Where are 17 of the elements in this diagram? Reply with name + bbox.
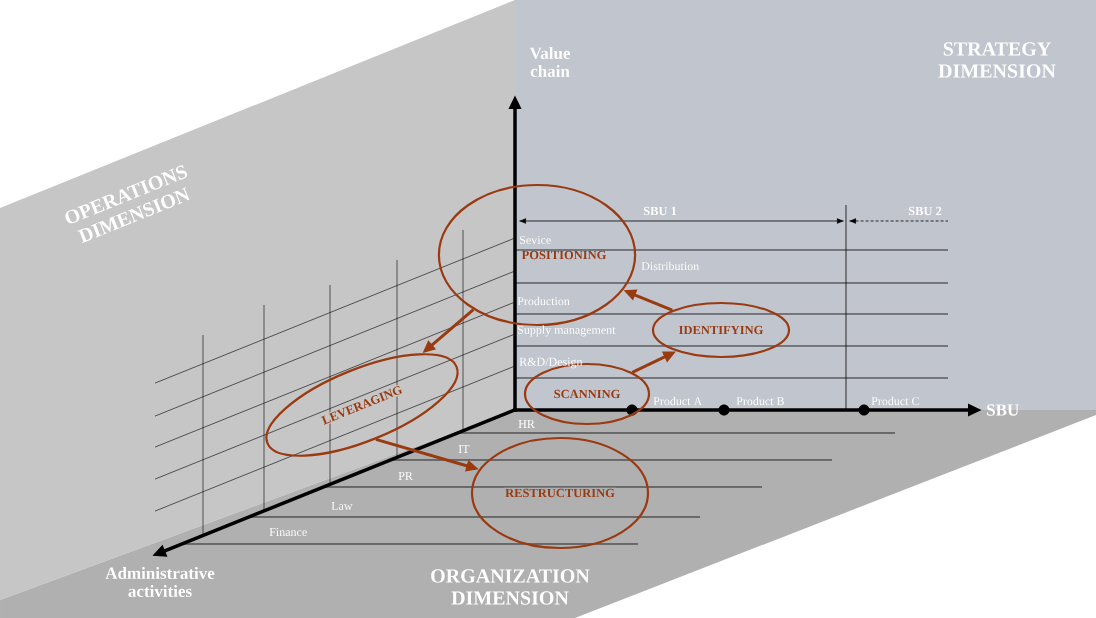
axis-label: Value chain [529, 47, 571, 77]
row-label: Production [517, 296, 570, 306]
row-label: Distribution [641, 261, 700, 271]
product-label: Product B [736, 396, 784, 406]
axis-label: SBU [987, 404, 1019, 416]
row-label: Law [331, 502, 353, 510]
row-label: IT [458, 445, 470, 453]
dimension-title: STRATEGY DIMENSION [938, 42, 1056, 78]
row-label: Sevice [520, 235, 551, 244]
axis-label: Administrative activities [105, 567, 215, 597]
row-label: PR [398, 472, 413, 480]
dimension-label: SBU 2 [908, 206, 942, 216]
product-label: Product A [653, 396, 703, 406]
dimension-title: ORGANIZATION DIMENSION [431, 569, 590, 605]
row-label: Supply management [518, 325, 616, 337]
product-label: Product C [871, 396, 919, 406]
row-label: Finance [269, 527, 307, 536]
